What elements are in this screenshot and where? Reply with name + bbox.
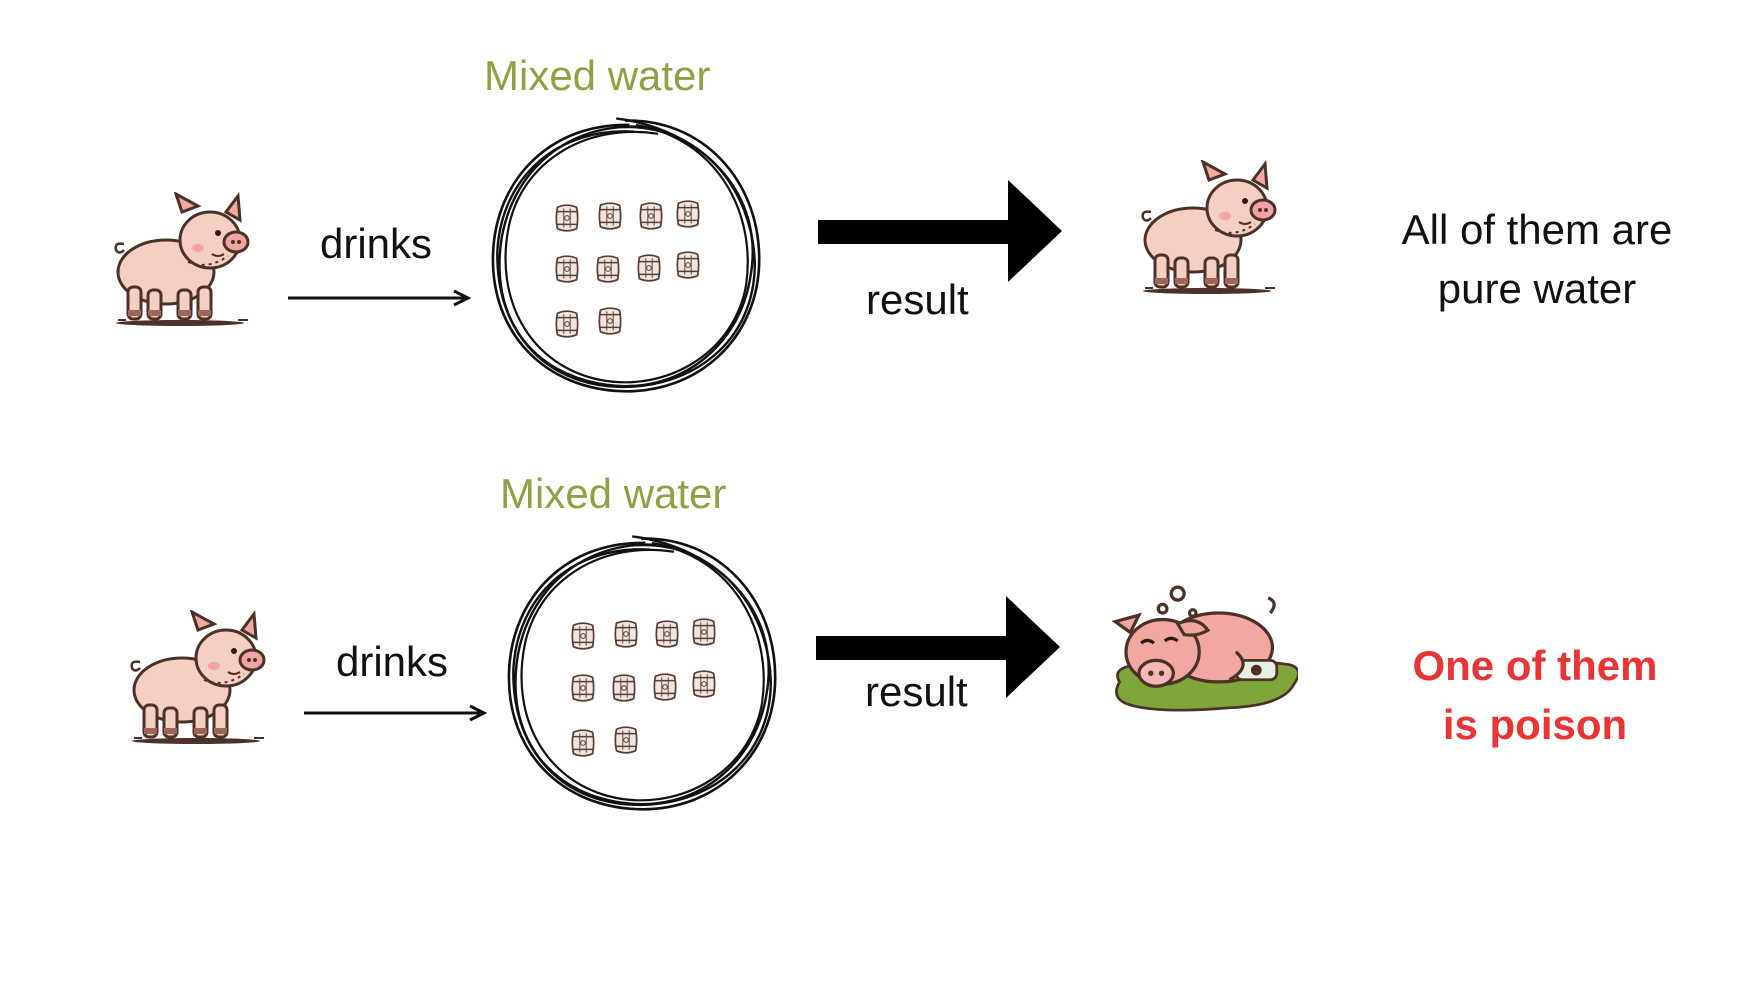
result-arrow	[816, 596, 1060, 698]
barrel-icon	[691, 616, 717, 648]
mixed-water-circle	[498, 532, 784, 818]
barrel-icon	[691, 668, 717, 700]
outcome-line-1: One of them	[1412, 642, 1658, 689]
drinks-label: drinks	[336, 638, 449, 685]
barrel-icon	[554, 202, 580, 234]
barrel-icon	[597, 200, 623, 232]
barrel-icon	[613, 724, 639, 756]
barrel-icon	[570, 727, 596, 759]
outcome-line-2: is poison	[1442, 701, 1628, 748]
outcome-text: All of them are pure water	[1372, 200, 1702, 318]
barrel-icon	[613, 618, 639, 650]
mixed-water-label: Mixed water	[500, 470, 727, 517]
drinks-arrow	[288, 289, 472, 307]
outcome-line-1: All of them are	[1401, 206, 1673, 253]
outcome-text: One of them is poison	[1370, 636, 1700, 754]
barrel-icon	[636, 252, 662, 284]
barrel-icon	[675, 249, 701, 281]
barrel-icon	[638, 200, 664, 232]
barrel-icon	[570, 620, 596, 652]
mixed-water-label: Mixed water	[484, 52, 711, 99]
drinks-label: drinks	[320, 220, 433, 267]
barrel-icon	[675, 198, 701, 230]
result-label: result	[866, 276, 969, 323]
result-label: result	[865, 668, 968, 715]
pig-healthy-left-icon	[124, 610, 274, 750]
pig-poisoned-result-icon	[1108, 585, 1298, 725]
barrel-icon	[654, 618, 680, 650]
barrel-icon	[554, 253, 580, 285]
barrel-icon	[570, 672, 596, 704]
barrel-icon	[611, 672, 637, 704]
barrel-icon	[554, 308, 580, 340]
result-arrow	[818, 180, 1062, 282]
pig-healthy-result-icon	[1135, 160, 1285, 300]
outcome-line-2: pure water	[1437, 265, 1637, 312]
pig-healthy-left-icon	[108, 192, 258, 332]
barrel-icon	[595, 253, 621, 285]
barrel-icon	[652, 671, 678, 703]
drinks-arrow	[304, 704, 488, 722]
barrel-icon	[597, 305, 623, 337]
mixed-water-circle	[482, 114, 768, 400]
